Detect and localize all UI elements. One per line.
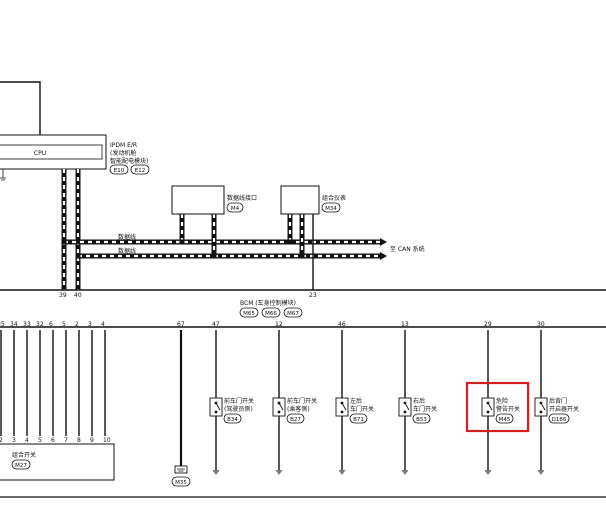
combination-switch-bottom-pin: 2 bbox=[0, 437, 3, 444]
ground-icon bbox=[212, 470, 220, 475]
ground-pin: 67 bbox=[177, 321, 185, 328]
combination-switch-top-pin: 2 bbox=[75, 321, 79, 328]
switch-name-line1: 左后 bbox=[350, 397, 362, 405]
can-pin-40: 40 bbox=[74, 292, 82, 299]
ipdm-name-line2: (发动机舱 bbox=[110, 149, 136, 157]
switch-pin: 47 bbox=[212, 321, 220, 328]
bcm-module: BCM (车身控制模块) M65 M66 M67 bbox=[0, 289, 606, 328]
switch-name-line1: 后背门 bbox=[549, 397, 567, 405]
switch-name-line1: 前车门开关 bbox=[287, 397, 317, 405]
ipdm-connector-1: E10 bbox=[114, 168, 125, 174]
combination-switch-top-pin: 33 bbox=[23, 321, 31, 328]
combination-switch-bottom-pin: 5 bbox=[38, 437, 42, 444]
bcm-connector-2: M66 bbox=[265, 311, 277, 317]
combination-meter-connector: M34 bbox=[325, 206, 337, 212]
can-bus-lines: 数据线 数据线 至 CAN 系统 39 40 bbox=[59, 169, 425, 299]
combination-switch-bottom-pin: 4 bbox=[25, 437, 29, 444]
combination-switch-top-pin: 3 bbox=[88, 321, 92, 328]
arrow-right-icon bbox=[380, 252, 387, 260]
arrow-right-icon bbox=[380, 238, 387, 246]
combination-switch-name: 组合开关 bbox=[12, 451, 36, 459]
combination-switch-bottom-pin: 6 bbox=[51, 437, 55, 444]
switch-name-line2: (乘客侧) bbox=[287, 405, 310, 413]
combination-switch-connector: M27 bbox=[15, 463, 27, 469]
ipdm-name-line1: IPDM E/R bbox=[110, 142, 137, 149]
data-link-connector-code: M4 bbox=[231, 206, 240, 212]
combination-switch-bottom-pin: 9 bbox=[90, 437, 94, 444]
switch-name-line2: 警告开关 bbox=[496, 405, 520, 413]
switch-pin: 30 bbox=[537, 321, 545, 328]
can-pin-39: 39 bbox=[59, 292, 67, 299]
ipdm-er-module: CPU IPDM E/R (发动机舱 智能配电模块) E10 E12 bbox=[0, 81, 150, 181]
switch-connector: M45 bbox=[499, 417, 511, 423]
switch-name-line1: 前车门开关 bbox=[224, 397, 254, 405]
switch-circuit: 47 前车门开关(驾驶员侧) B34 bbox=[209, 321, 254, 475]
combination-switch-bottom-pin: 7 bbox=[64, 437, 68, 444]
ground-icon bbox=[338, 470, 346, 475]
cpu-label: CPU bbox=[34, 150, 46, 157]
data-link-connector: 数据线接口 M4 bbox=[171, 185, 257, 215]
switch-name-line1: 右后 bbox=[413, 397, 425, 405]
cpu-box bbox=[0, 144, 103, 160]
combination-switch-top-pin: 34 bbox=[10, 321, 18, 328]
ground-icon bbox=[275, 470, 283, 475]
switch-connector: B34 bbox=[227, 417, 238, 423]
ground-icon bbox=[484, 470, 492, 475]
combination-switch-bottom-pin: 10 bbox=[103, 437, 111, 444]
switch-pin: 29 bbox=[484, 321, 492, 328]
switch-pin: 12 bbox=[275, 321, 283, 328]
switch-pin: 46 bbox=[338, 321, 346, 328]
switch-name-line2: 车门开关 bbox=[413, 405, 437, 413]
ground-icon bbox=[401, 470, 409, 475]
can-line2-label: 数据线 bbox=[118, 247, 136, 255]
combination-meter-name: 组合仪表 bbox=[322, 194, 346, 202]
switch-connector: B71 bbox=[353, 417, 364, 423]
ipdm-connector-2: E12 bbox=[135, 168, 145, 174]
switch-name-line2: 开启器开关 bbox=[549, 405, 579, 413]
switch-connector: B53 bbox=[416, 417, 427, 423]
can-line1-label: 数据线 bbox=[118, 233, 136, 241]
combination-switch-top-pin: 6 bbox=[49, 321, 53, 328]
combination-switch-bottom-pin: 8 bbox=[77, 437, 81, 444]
ground-connector: M35 bbox=[175, 480, 187, 486]
combination-switch-top-pin: 35 bbox=[0, 321, 5, 328]
combination-meter: 组合仪表 M34 23 bbox=[280, 185, 346, 299]
switch-group: 47前车门开关(驾驶员侧)B3412前车门开关(乘客侧)B2746左后车门开关B… bbox=[209, 321, 579, 475]
switch-name-line1: 危险 bbox=[496, 397, 508, 405]
combination-switch: 35234333432566572839410 组合开关 M27 bbox=[0, 321, 115, 481]
ground-circuit: 67 M35 bbox=[171, 321, 191, 487]
data-link-name: 数据线接口 bbox=[227, 194, 257, 202]
combination-switch-top-pin: 32 bbox=[36, 321, 44, 328]
ipdm-name-line3: 智能配电模块) bbox=[110, 157, 148, 165]
switch-name-line2: (驾驶员侧) bbox=[224, 405, 253, 413]
combination-switch-bottom-pin: 3 bbox=[12, 437, 16, 444]
switch-circuit: 12 前车门开关(乘客侧) B27 bbox=[272, 321, 317, 475]
ground-icon bbox=[537, 470, 545, 475]
combination-switch-top-pin: 5 bbox=[62, 321, 66, 328]
bcm-name: BCM (车身控制模块) bbox=[240, 299, 296, 307]
switch-connector: B27 bbox=[290, 417, 301, 423]
can-system-label: 至 CAN 系统 bbox=[390, 245, 425, 253]
bcm-connector-1: M65 bbox=[243, 311, 255, 317]
can-pin-23: 23 bbox=[309, 292, 317, 299]
hazard-switch-highlight bbox=[465, 381, 530, 433]
combination-switch-top-pin: 4 bbox=[101, 321, 105, 328]
switch-name-line2: 车门开关 bbox=[350, 405, 374, 413]
bcm-connector-3: M67 bbox=[287, 311, 299, 317]
switch-connector: D186 bbox=[552, 417, 567, 423]
switch-pin: 13 bbox=[401, 321, 409, 328]
